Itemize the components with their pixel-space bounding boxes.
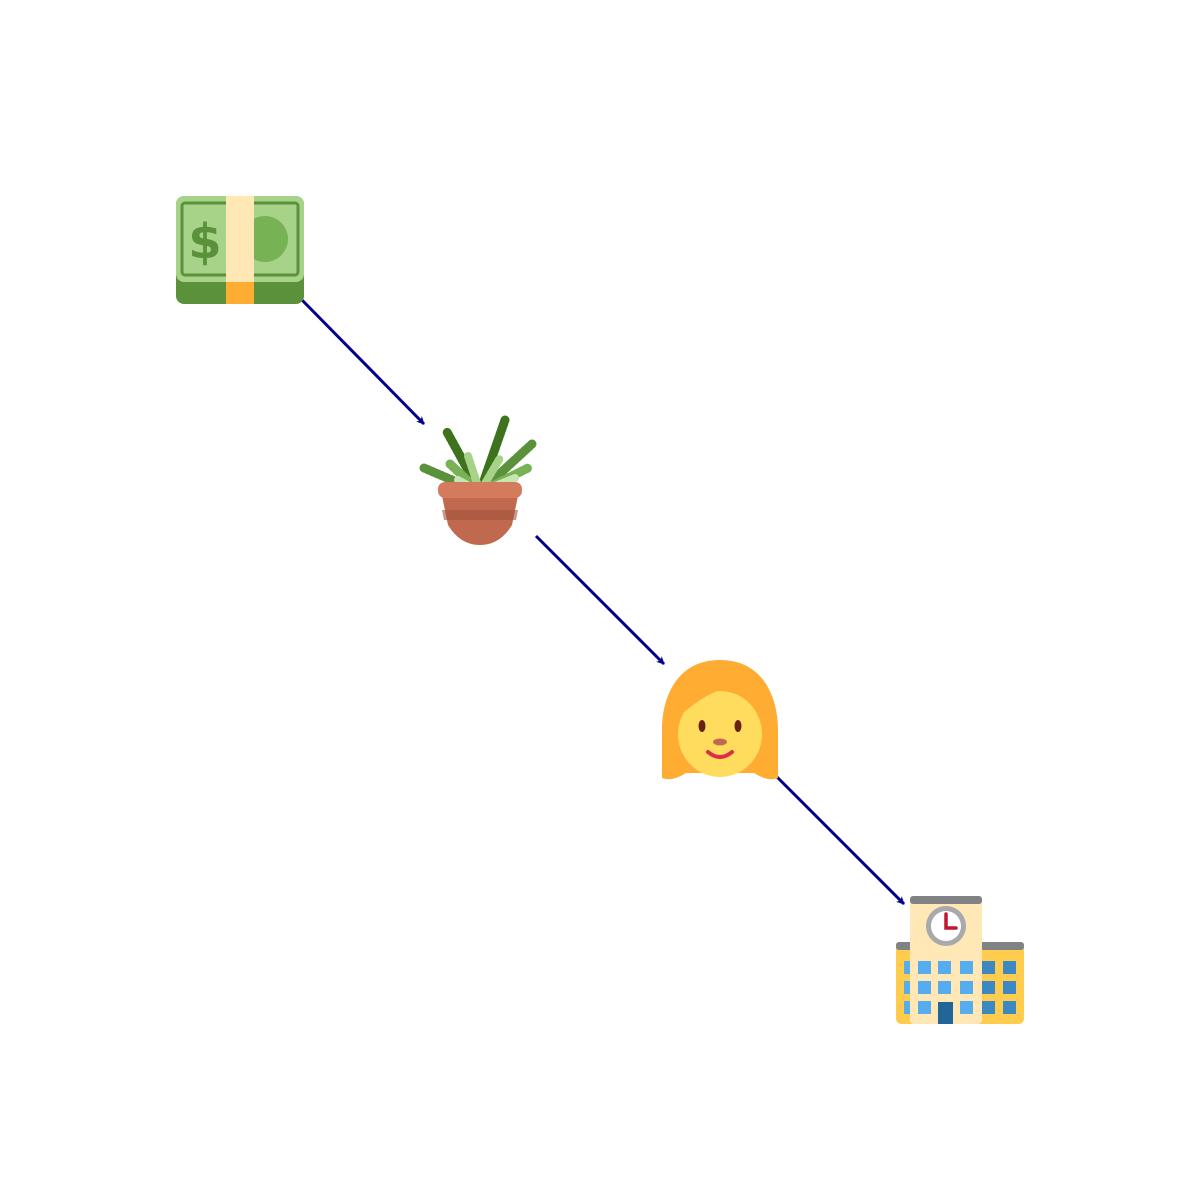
dollar-banknote-icon: $ xyxy=(176,196,304,304)
arrow-plant-to-woman xyxy=(534,534,666,666)
school-building-icon xyxy=(896,896,1024,1024)
woman-icon xyxy=(662,660,778,780)
svg-text:$: $ xyxy=(188,214,221,270)
potted-plant-icon xyxy=(419,415,537,545)
arrow-woman-to-school xyxy=(774,774,906,906)
arrow-money-to-plant xyxy=(300,298,426,426)
